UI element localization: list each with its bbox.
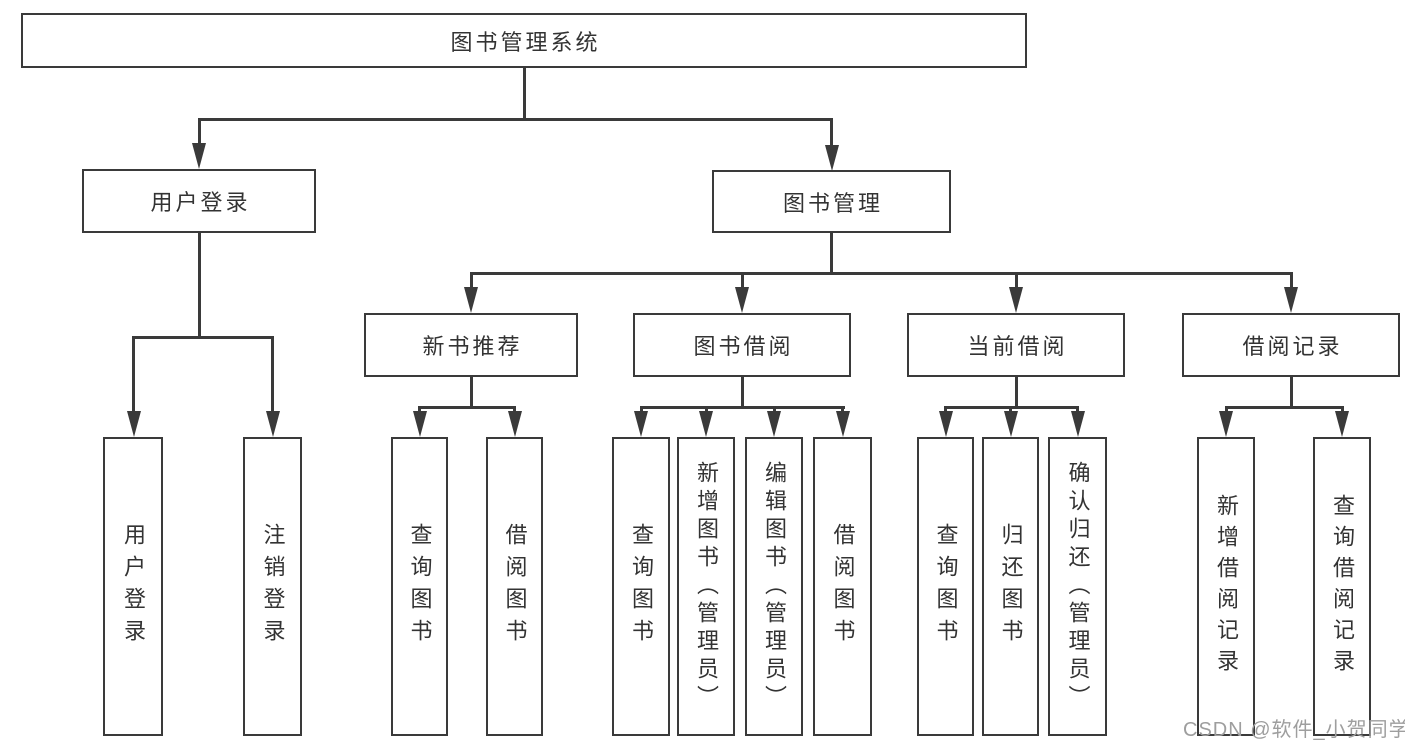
connector-line — [418, 406, 516, 409]
node-return-books: 归还图书 — [982, 437, 1039, 736]
arrow-down-icon — [767, 411, 781, 437]
connector-line — [1076, 406, 1079, 414]
connector-line — [639, 406, 643, 414]
connector-line — [704, 406, 708, 414]
connector-line — [197, 118, 201, 146]
node-label: 借阅记录 — [1242, 334, 1343, 359]
connector-line — [271, 336, 274, 414]
node-label: 查询图书 — [407, 522, 433, 651]
node-add-borrow-record: 新增借阅记录 — [1197, 437, 1255, 736]
connector-line — [740, 272, 744, 289]
node-book-management: 图书管理 — [712, 170, 951, 233]
connector-line — [198, 118, 833, 121]
node-user-login-leaf: 用户登录 — [103, 437, 163, 736]
node-label: 新增图书（管理员） — [694, 460, 719, 713]
node-add-books-admin: 新增图书（管理员） — [677, 437, 735, 736]
connector-line — [132, 336, 274, 339]
arrow-down-icon — [412, 411, 427, 437]
arrow-down-icon — [835, 411, 850, 437]
node-borrow-books-borrowing: 借阅图书 — [813, 437, 872, 736]
node-query-books-recommend: 查询图书 — [391, 437, 448, 736]
arrow-down-icon — [938, 411, 953, 437]
connector-line — [522, 66, 526, 121]
connector-line — [469, 272, 1293, 275]
connector-line — [469, 375, 473, 409]
connector-line — [197, 230, 201, 339]
arrow-down-icon — [1003, 411, 1018, 437]
node-borrowing-records: 借阅记录 — [1182, 313, 1400, 377]
watermark: CSDN @软件_小贺同学 — [1183, 719, 1405, 741]
node-query-borrow-record: 查询借阅记录 — [1313, 437, 1371, 736]
arrow-down-icon — [1009, 287, 1023, 313]
connector-line — [1289, 375, 1293, 409]
node-label: 查询图书 — [629, 522, 654, 651]
connector-line — [1289, 272, 1293, 289]
node-label: 归还图书 — [998, 522, 1024, 651]
node-label: 查询借阅记录 — [1330, 493, 1355, 680]
node-label: 新书推荐 — [422, 334, 523, 359]
arrow-down-icon — [507, 411, 522, 437]
arrow-down-icon — [634, 411, 648, 437]
connector-line — [841, 406, 844, 414]
connector-line — [772, 406, 776, 414]
node-label: 确认归还（管理员） — [1065, 460, 1091, 713]
arrow-down-icon — [1070, 411, 1085, 437]
arrow-down-icon — [1335, 411, 1349, 437]
connector-line — [513, 406, 516, 414]
node-new-book-recommend: 新书推荐 — [364, 313, 578, 377]
node-label: 图书借阅 — [693, 334, 794, 359]
connector-line — [740, 375, 744, 409]
arrow-down-icon — [1284, 287, 1298, 313]
connector-line — [1014, 375, 1018, 409]
connector-line — [944, 406, 947, 414]
arrow-down-icon — [1219, 411, 1233, 437]
arrow-down-icon — [192, 143, 206, 169]
connector-line — [1224, 406, 1228, 414]
arrow-down-icon — [699, 411, 713, 437]
arrow-down-icon — [265, 411, 280, 437]
node-label: 编辑图书（管理员） — [762, 460, 787, 713]
node-edit-books-admin: 编辑图书（管理员） — [745, 437, 803, 736]
node-label: 用户登录 — [150, 190, 251, 215]
node-label: 借阅图书 — [502, 522, 528, 651]
node-user-login: 用户登录 — [82, 169, 316, 233]
node-current-borrowing: 当前借阅 — [907, 313, 1125, 377]
node-label: 新增借阅记录 — [1214, 493, 1239, 680]
node-label: 借阅图书 — [830, 522, 856, 651]
node-borrow-books-recommend: 借阅图书 — [486, 437, 543, 736]
connector-line — [1009, 406, 1012, 414]
arrow-down-icon — [824, 145, 839, 171]
connector-line — [469, 272, 473, 289]
node-label: 注销登录 — [260, 522, 286, 651]
node-label: 当前借阅 — [967, 334, 1068, 359]
connector-line — [418, 406, 421, 414]
node-label: 图书管理系统 — [450, 29, 601, 55]
connector-line — [639, 406, 845, 409]
node-query-books-current: 查询图书 — [917, 437, 974, 736]
node-confirm-return-admin: 确认归还（管理员） — [1048, 437, 1107, 736]
connector-line — [830, 230, 833, 275]
arrow-down-icon — [126, 411, 141, 437]
node-label: 用户登录 — [121, 522, 146, 651]
connector-line — [1340, 406, 1344, 414]
arrow-down-icon — [735, 287, 749, 313]
node-label: 图书管理 — [782, 190, 883, 216]
node-label: 查询图书 — [933, 522, 959, 651]
node-logout: 注销登录 — [243, 437, 302, 736]
connector-line — [830, 118, 833, 148]
node-book-borrowing: 图书借阅 — [633, 313, 851, 377]
arrow-down-icon — [464, 287, 478, 313]
connector-line — [132, 336, 135, 414]
connector-line — [1014, 272, 1018, 289]
node-query-books-borrowing: 查询图书 — [612, 437, 670, 736]
connector-line — [1224, 406, 1344, 409]
node-library-system: 图书管理系统 — [21, 13, 1027, 68]
